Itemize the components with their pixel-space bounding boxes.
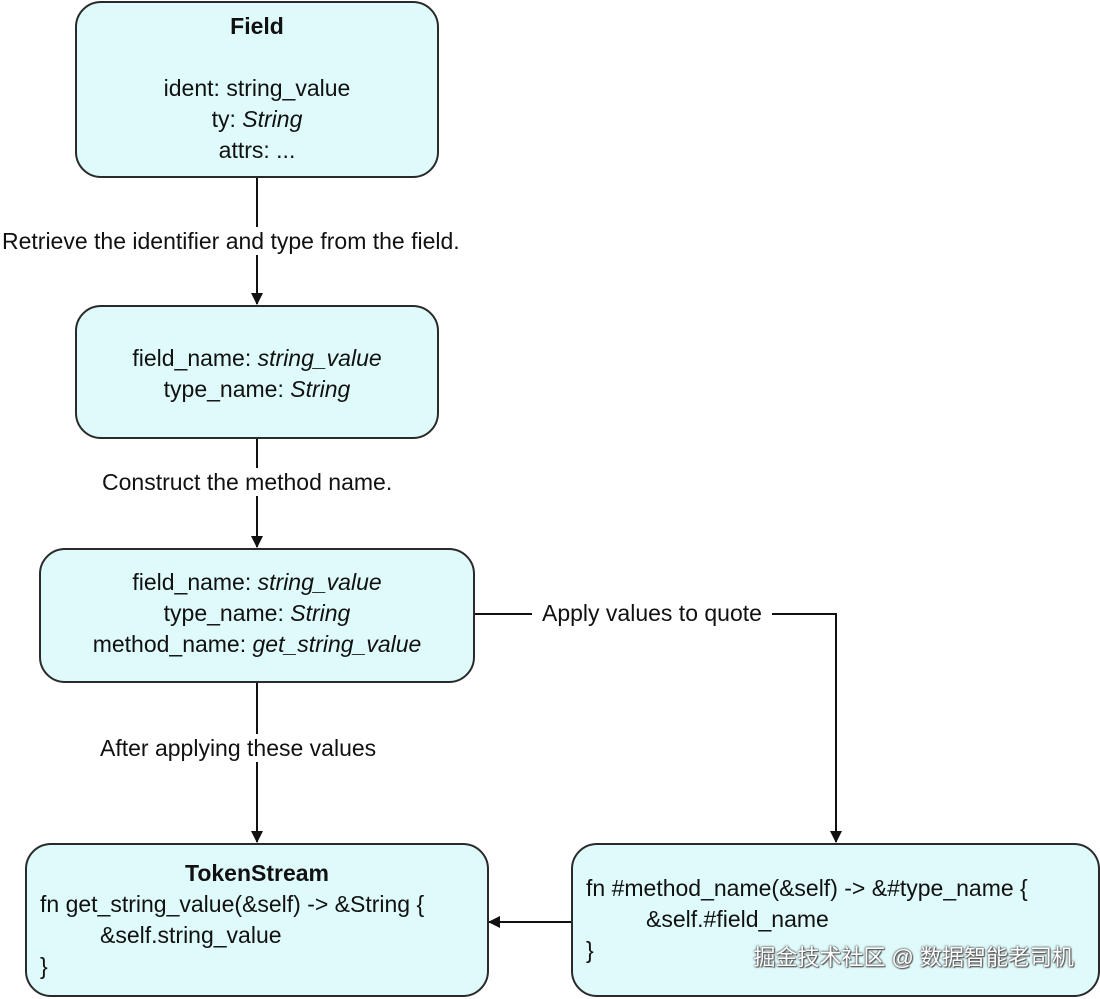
tokenstream-line-3: }	[40, 953, 48, 979]
field-attrs-line: attrs: ...	[218, 137, 296, 163]
names-type-name-value: String	[290, 376, 351, 402]
field-ty-value: String	[242, 106, 303, 132]
edge-label-apply-quote: Apply values to quote	[532, 599, 772, 627]
method-field-name-label: field_name:	[132, 569, 258, 595]
method-type-name-label: type_name:	[163, 600, 291, 626]
edge-label-construct: Construct the method name.	[100, 468, 395, 496]
names-node: field_name: string_value type_name: Stri…	[75, 305, 439, 439]
field-ident-line: ident: string_value	[77, 73, 437, 104]
method-field-name-value: string_value	[257, 569, 382, 595]
names-field-name-label: field_name:	[132, 345, 258, 371]
quote-line-3: }	[586, 937, 594, 963]
method-method-name-label: method_name:	[92, 631, 253, 657]
names-field-name-value: string_value	[257, 345, 382, 371]
field-ty-label: ty:	[211, 106, 243, 132]
field-ty-line: ty: String	[77, 104, 437, 135]
field-ident-label: ident:	[163, 75, 227, 101]
method-type-name-line: type_name: String	[41, 598, 473, 629]
quote-line-2: &self.#field_name	[646, 906, 829, 932]
quote-line-1: fn #method_name(&self) -> &#type_name {	[586, 875, 1028, 901]
names-type-name-line: type_name: String	[77, 374, 437, 405]
field-node-title: Field	[230, 13, 284, 39]
quote-node: fn #method_name(&self) -> &#type_name { …	[571, 843, 1100, 997]
method-method-name-line: method_name: get_string_value	[41, 629, 473, 660]
edge-label-after-applying: After applying these values	[98, 734, 379, 762]
method-field-name-line: field_name: string_value	[41, 567, 473, 598]
tokenstream-title: TokenStream	[184, 860, 329, 886]
watermark-text: 掘金技术社区 @ 数据智能老司机	[753, 945, 1074, 970]
tokenstream-line-1: fn get_string_value(&self) -> &String {	[40, 891, 425, 917]
method-type-name-value: String	[290, 600, 351, 626]
names-type-name-label: type_name:	[163, 376, 291, 402]
names-field-name-line: field_name: string_value	[77, 343, 437, 374]
tokenstream-line-2: &self.string_value	[100, 922, 282, 948]
field-ident-value: string_value	[226, 75, 351, 101]
method-method-name-value: get_string_value	[252, 631, 422, 657]
field-node: Field ident: string_value ty: String att…	[75, 1, 439, 178]
edge-method-to-quote	[474, 613, 842, 843]
edge-label-retrieve: Retrieve the identifier and type from th…	[0, 227, 462, 255]
tokenstream-node: TokenStream fn get_string_value(&self) -…	[25, 843, 489, 997]
method-node: field_name: string_value type_name: Stri…	[39, 548, 475, 683]
